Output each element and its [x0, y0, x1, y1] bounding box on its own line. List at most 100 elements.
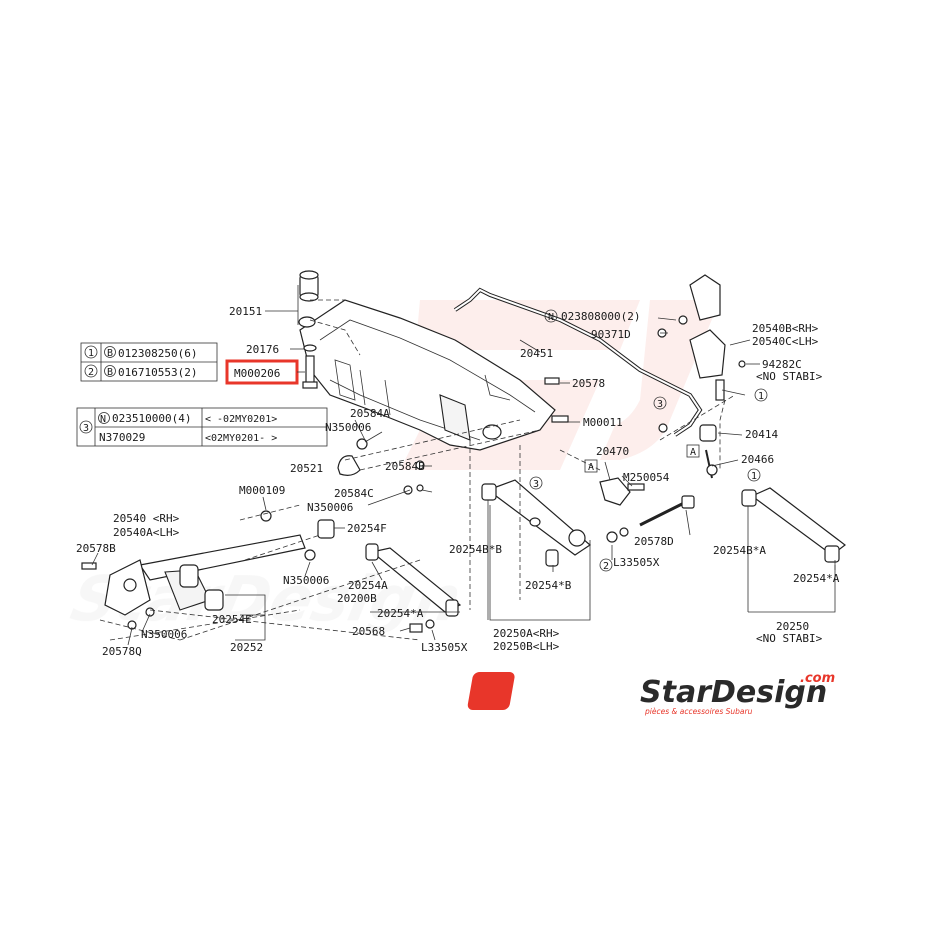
bolt-row-part: 012308250(6) — [118, 347, 197, 360]
svg-text:1: 1 — [751, 471, 757, 482]
bolt-row-index: 1 — [88, 348, 94, 359]
part-label[interactable]: 20568 — [352, 625, 385, 638]
part-label-M000206[interactable]: M000206 — [234, 367, 280, 380]
part-label[interactable]: 20254E — [212, 613, 252, 626]
part-label[interactable]: 20254*A — [377, 607, 424, 620]
ref-circle-2 — [84, 364, 98, 378]
bracket-20540 — [81, 559, 155, 630]
part-label[interactable]: 20578D — [634, 535, 674, 548]
part-label[interactable]: N350006 — [283, 574, 329, 587]
part-label[interactable]: N350006 — [325, 421, 371, 434]
part-label: <NO STABI> — [756, 632, 823, 645]
callout-circle — [747, 468, 761, 482]
bracket-20470 — [599, 477, 631, 506]
bolt-row-part: 016710553(2) — [118, 366, 197, 379]
nut-row-range: <02MY0201- > — [205, 433, 277, 444]
part-label[interactable]: 20578Q — [102, 645, 142, 658]
part-label[interactable]: 94282C — [762, 358, 802, 371]
part-label[interactable]: L33505X — [421, 641, 468, 654]
part-label[interactable]: 20252 — [230, 641, 263, 654]
nut-row-part: N370029 — [99, 431, 145, 444]
svg-text:2: 2 — [603, 561, 609, 572]
logo-badge — [467, 672, 515, 710]
callout-circle — [754, 388, 768, 402]
part-label[interactable]: 20250 — [776, 620, 809, 633]
part-label[interactable]: 20176 — [246, 343, 279, 356]
part-label[interactable]: 20254B*A — [713, 544, 766, 557]
part-label[interactable]: 20578B — [76, 542, 116, 555]
part-label[interactable]: 20200B — [337, 592, 377, 605]
part-label[interactable]: 20466 — [741, 453, 774, 466]
part-label[interactable]: 20540B<RH> — [752, 322, 819, 335]
part-label[interactable]: 20584A — [350, 407, 390, 420]
nut-prefix-icon — [544, 309, 558, 323]
part-label[interactable]: 20578 — [572, 377, 605, 390]
part-label[interactable]: 20540A<LH> — [113, 526, 180, 539]
bolt-row-prefix: B — [107, 348, 113, 359]
box-A — [686, 444, 700, 458]
bolt-prefix-icon — [104, 365, 116, 377]
nut-table: 3 N 023510000(4) < -02MY0201> N370029 <0… — [76, 407, 328, 447]
part-label[interactable]: 20250B<LH> — [493, 640, 560, 653]
part-label[interactable]: M00011 — [583, 416, 623, 429]
part-label[interactable]: 20521 — [290, 462, 323, 475]
bolt-row-index: 2 — [88, 367, 94, 378]
part-label[interactable]: 20254B*B — [449, 543, 502, 556]
box-A — [584, 459, 598, 473]
part-label[interactable]: 20254*B — [525, 579, 572, 592]
part-label[interactable]: 20250A<RH> — [493, 627, 560, 640]
leader-lines — [91, 285, 836, 646]
part-label[interactable]: 20584B — [385, 460, 425, 473]
reference-lines — [99, 299, 736, 641]
part-label[interactable]: 20540 <RH> — [113, 512, 180, 525]
stardesign-logo[interactable]: SJ StarDesign .com pièces & accessoires … — [467, 671, 835, 716]
part-label[interactable]: 20470 — [596, 445, 629, 458]
part-label[interactable]: 20151 — [229, 305, 262, 318]
mount-bushing — [299, 270, 319, 302]
part-label[interactable]: 20254*A — [793, 572, 840, 585]
bolt-M000206[interactable] — [302, 355, 318, 389]
callout-circle — [653, 396, 667, 410]
part-label[interactable]: L33505X — [613, 556, 660, 569]
part-label[interactable]: 20414 — [745, 428, 778, 441]
part-label[interactable]: 20451 — [520, 347, 553, 360]
crossmember-bushing — [482, 424, 502, 440]
callout-circle — [599, 558, 613, 572]
svg-text:1: 1 — [758, 391, 764, 402]
bolt-table: 1 B 012308250(6) 2 B 016710553(2) — [80, 342, 218, 382]
part-label[interactable]: 20254A — [348, 579, 388, 592]
part-label[interactable]: M000109 — [239, 484, 285, 497]
svg-text:3: 3 — [533, 479, 539, 490]
part-label[interactable]: 90371D — [591, 328, 631, 341]
stabi-link — [658, 423, 718, 479]
svg-text:N: N — [548, 312, 554, 323]
part-label[interactable]: N350006 — [307, 501, 353, 514]
callout-circle — [529, 476, 543, 490]
svg-text:3: 3 — [657, 399, 663, 410]
bolt-prefix-icon — [104, 346, 116, 358]
stabi-bracket — [657, 274, 746, 401]
logo-tagline: pièces & accessoires Subaru — [644, 707, 753, 716]
part-labels: 20151 20176 20451 N 023808000(2) 90371D … — [76, 305, 840, 658]
logo-brand-text: StarDesign — [640, 675, 827, 710]
trailing-link-20252 — [138, 510, 335, 611]
part-label[interactable]: M250054 — [623, 471, 670, 484]
nut-row-range: < -02MY0201> — [205, 414, 277, 425]
nut-prefix-icon — [98, 412, 110, 424]
part-label: <NO STABI> — [756, 370, 823, 383]
svg-text:A: A — [588, 462, 594, 473]
nut-row-part: 023510000(4) — [112, 412, 191, 425]
crossmember-body — [299, 299, 556, 451]
part-label[interactable]: 20540C<LH> — [752, 335, 819, 348]
part-label[interactable]: 20254F — [347, 522, 387, 535]
bolts — [356, 377, 645, 633]
nut-table-index: 3 — [83, 423, 89, 434]
washer-20176 — [303, 344, 317, 352]
part-label[interactable]: 023808000(2) — [561, 310, 640, 323]
nut-row-prefix: N — [100, 414, 106, 425]
svg-text:A: A — [690, 447, 696, 458]
part-label[interactable]: N350006 — [141, 628, 187, 641]
ref-callouts: 3 3 1 1 2 A A — [529, 309, 768, 572]
part-label[interactable]: 20584C — [334, 487, 374, 500]
